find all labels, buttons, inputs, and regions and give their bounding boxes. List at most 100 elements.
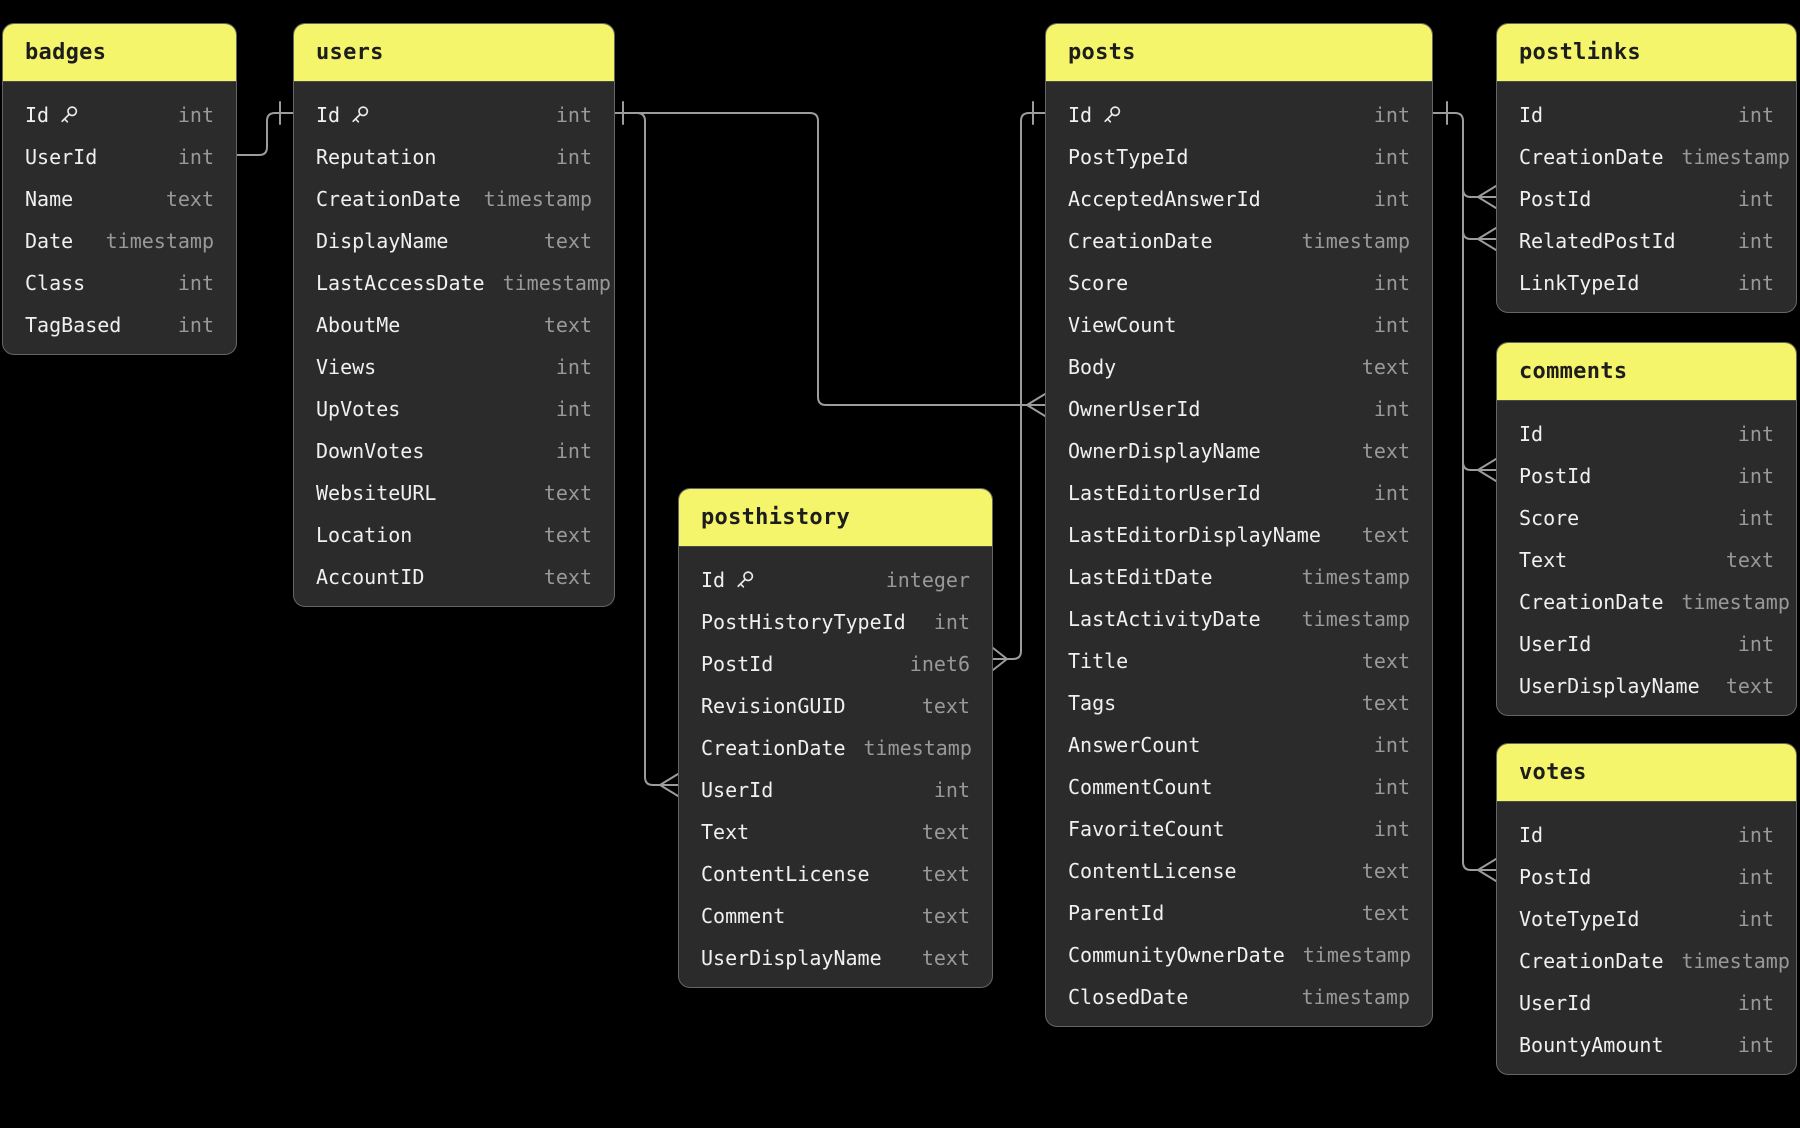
column-name: Id <box>1519 103 1544 127</box>
column-row-posts-CommentCount: CommentCount int <box>1046 766 1432 808</box>
column-type: int <box>1737 823 1774 847</box>
column-name: CreationDate <box>1068 229 1213 253</box>
column-type: inet6 <box>909 652 970 676</box>
column-row-posthistory-RevisionGUID: RevisionGUID text <box>679 685 992 727</box>
column-name: LastEditorDisplayName <box>1068 523 1321 547</box>
column-type: timestamp <box>1681 590 1790 614</box>
column-name: ViewCount <box>1068 313 1177 337</box>
column-name: UserId <box>701 778 774 802</box>
column-row-comments-Text: Text text <box>1497 539 1796 581</box>
primary-key-icon <box>1104 105 1121 123</box>
column-row-users-UpVotes: UpVotes int <box>294 388 614 430</box>
column-name: LastEditorUserId <box>1068 481 1261 505</box>
column-row-postlinks-Id: Id int <box>1497 94 1796 136</box>
column-row-posts-OwnerUserId: OwnerUserId int <box>1046 388 1432 430</box>
column-row-users-LastAccessDate: LastAccessDate timestamp <box>294 262 614 304</box>
column-type: timestamp <box>1301 607 1410 631</box>
column-row-posts-OwnerDisplayName: OwnerDisplayName text <box>1046 430 1432 472</box>
column-type: timestamp <box>1681 145 1790 169</box>
table-badges[interactable]: badges Id int UserId int Name text Date <box>2 23 237 355</box>
column-row-posthistory-ContentLicense: ContentLicense text <box>679 853 992 895</box>
column-name: TagBased <box>25 313 122 337</box>
column-type: int <box>1737 865 1774 889</box>
column-type: timestamp <box>105 229 214 253</box>
relationship-crowfoot-users.Id-posthistory.UserId <box>659 784 679 797</box>
column-name: Title <box>1068 649 1129 673</box>
column-name: Text <box>701 820 750 844</box>
column-row-posts-ViewCount: ViewCount int <box>1046 304 1432 346</box>
column-row-comments-CreationDate: CreationDate timestamp <box>1497 581 1796 623</box>
column-name: LastAccessDate <box>316 271 485 295</box>
column-row-votes-UserId: UserId int <box>1497 982 1796 1024</box>
column-type: int <box>555 145 592 169</box>
column-name: WebsiteURL <box>316 481 437 505</box>
table-body: Id integer PostHistoryTypeId int PostId … <box>679 547 992 987</box>
column-row-votes-CreationDate: CreationDate timestamp <box>1497 940 1796 982</box>
column-type: int <box>1737 991 1774 1015</box>
table-users[interactable]: users Id int Reputation int CreationDate… <box>293 23 615 607</box>
column-type: text <box>543 229 592 253</box>
table-posthistory[interactable]: posthistory Id integer PostHistoryTypeId… <box>678 488 993 988</box>
relationship-route-posts.Id-postlinks.RelatedPostId <box>1462 230 1479 240</box>
column-row-users-DownVotes: DownVotes int <box>294 430 614 472</box>
column-name: Text <box>1519 548 1568 572</box>
column-name: DownVotes <box>316 439 425 463</box>
table-header-votes[interactable]: votes <box>1497 744 1796 802</box>
table-body: Id int CreationDate timestamp PostId int… <box>1497 82 1796 312</box>
column-row-posts-Score: Score int <box>1046 262 1432 304</box>
column-type: int <box>1373 313 1410 337</box>
column-row-votes-PostId: PostId int <box>1497 856 1796 898</box>
column-type: text <box>543 565 592 589</box>
table-header-users[interactable]: users <box>294 24 614 82</box>
column-type: text <box>1361 439 1410 463</box>
table-header-postlinks[interactable]: postlinks <box>1497 24 1796 82</box>
table-comments[interactable]: comments Id int PostId int Score int Tex… <box>1496 342 1797 716</box>
table-posts[interactable]: posts Id int PostTypeId int AcceptedAnsw… <box>1045 23 1433 1027</box>
column-row-comments-Id: Id int <box>1497 413 1796 455</box>
column-type: text <box>1725 548 1774 572</box>
column-name: Body <box>1068 355 1117 379</box>
column-row-posts-Title: Title text <box>1046 640 1432 682</box>
column-name: AcceptedAnswerId <box>1068 187 1261 211</box>
column-type: int <box>1737 506 1774 530</box>
column-type: text <box>1361 523 1410 547</box>
column-row-posts-LastEditorDisplayName: LastEditorDisplayName text <box>1046 514 1432 556</box>
column-row-postlinks-CreationDate: CreationDate timestamp <box>1497 136 1796 178</box>
column-row-users-WebsiteURL: WebsiteURL text <box>294 472 614 514</box>
column-type: int <box>1373 103 1410 127</box>
table-header-posthistory[interactable]: posthistory <box>679 489 992 547</box>
table-header-badges[interactable]: badges <box>3 24 236 82</box>
column-row-votes-Id: Id int <box>1497 814 1796 856</box>
column-name: Views <box>316 355 377 379</box>
table-header-posts[interactable]: posts <box>1046 24 1432 82</box>
column-row-posthistory-Text: Text text <box>679 811 992 853</box>
column-row-posthistory-Id: Id integer <box>679 559 992 601</box>
column-name: Id <box>1519 422 1544 446</box>
column-name: AnswerCount <box>1068 733 1201 757</box>
column-name: CreationDate <box>1519 590 1664 614</box>
column-type: text <box>1361 649 1410 673</box>
column-name: ContentLicense <box>1068 859 1237 883</box>
column-row-posts-Body: Body text <box>1046 346 1432 388</box>
column-type: text <box>1361 859 1410 883</box>
column-name: LinkTypeId <box>1519 271 1640 295</box>
column-name: CreationDate <box>316 187 461 211</box>
column-row-users-Id: Id int <box>294 94 614 136</box>
relationship-route-posts.Id-comments.PostId <box>1462 461 1479 471</box>
table-postlinks[interactable]: postlinks Id int CreationDate timestamp … <box>1496 23 1797 313</box>
relationship-crowfoot-posts.Id-postlinks.RelatedPostId <box>1477 227 1497 240</box>
column-type: timestamp <box>863 736 972 760</box>
column-name: Id <box>316 103 341 127</box>
table-votes[interactable]: votes Id int PostId int VoteTypeId int C… <box>1496 743 1797 1075</box>
relationship-crowfoot-posts.Id-comments.PostId <box>1477 469 1497 482</box>
table-header-comments[interactable]: comments <box>1497 343 1796 401</box>
column-row-postlinks-RelatedPostId: RelatedPostId int <box>1497 220 1796 262</box>
table-title-comments: comments <box>1519 359 1628 384</box>
column-type: int <box>1737 422 1774 446</box>
column-type: text <box>543 481 592 505</box>
column-row-users-AboutMe: AboutMe text <box>294 304 614 346</box>
table-title-badges: badges <box>25 40 107 65</box>
column-type: int <box>1373 145 1410 169</box>
relationship-crowfoot-posts.Id-postlinks.PostId <box>1477 196 1497 209</box>
